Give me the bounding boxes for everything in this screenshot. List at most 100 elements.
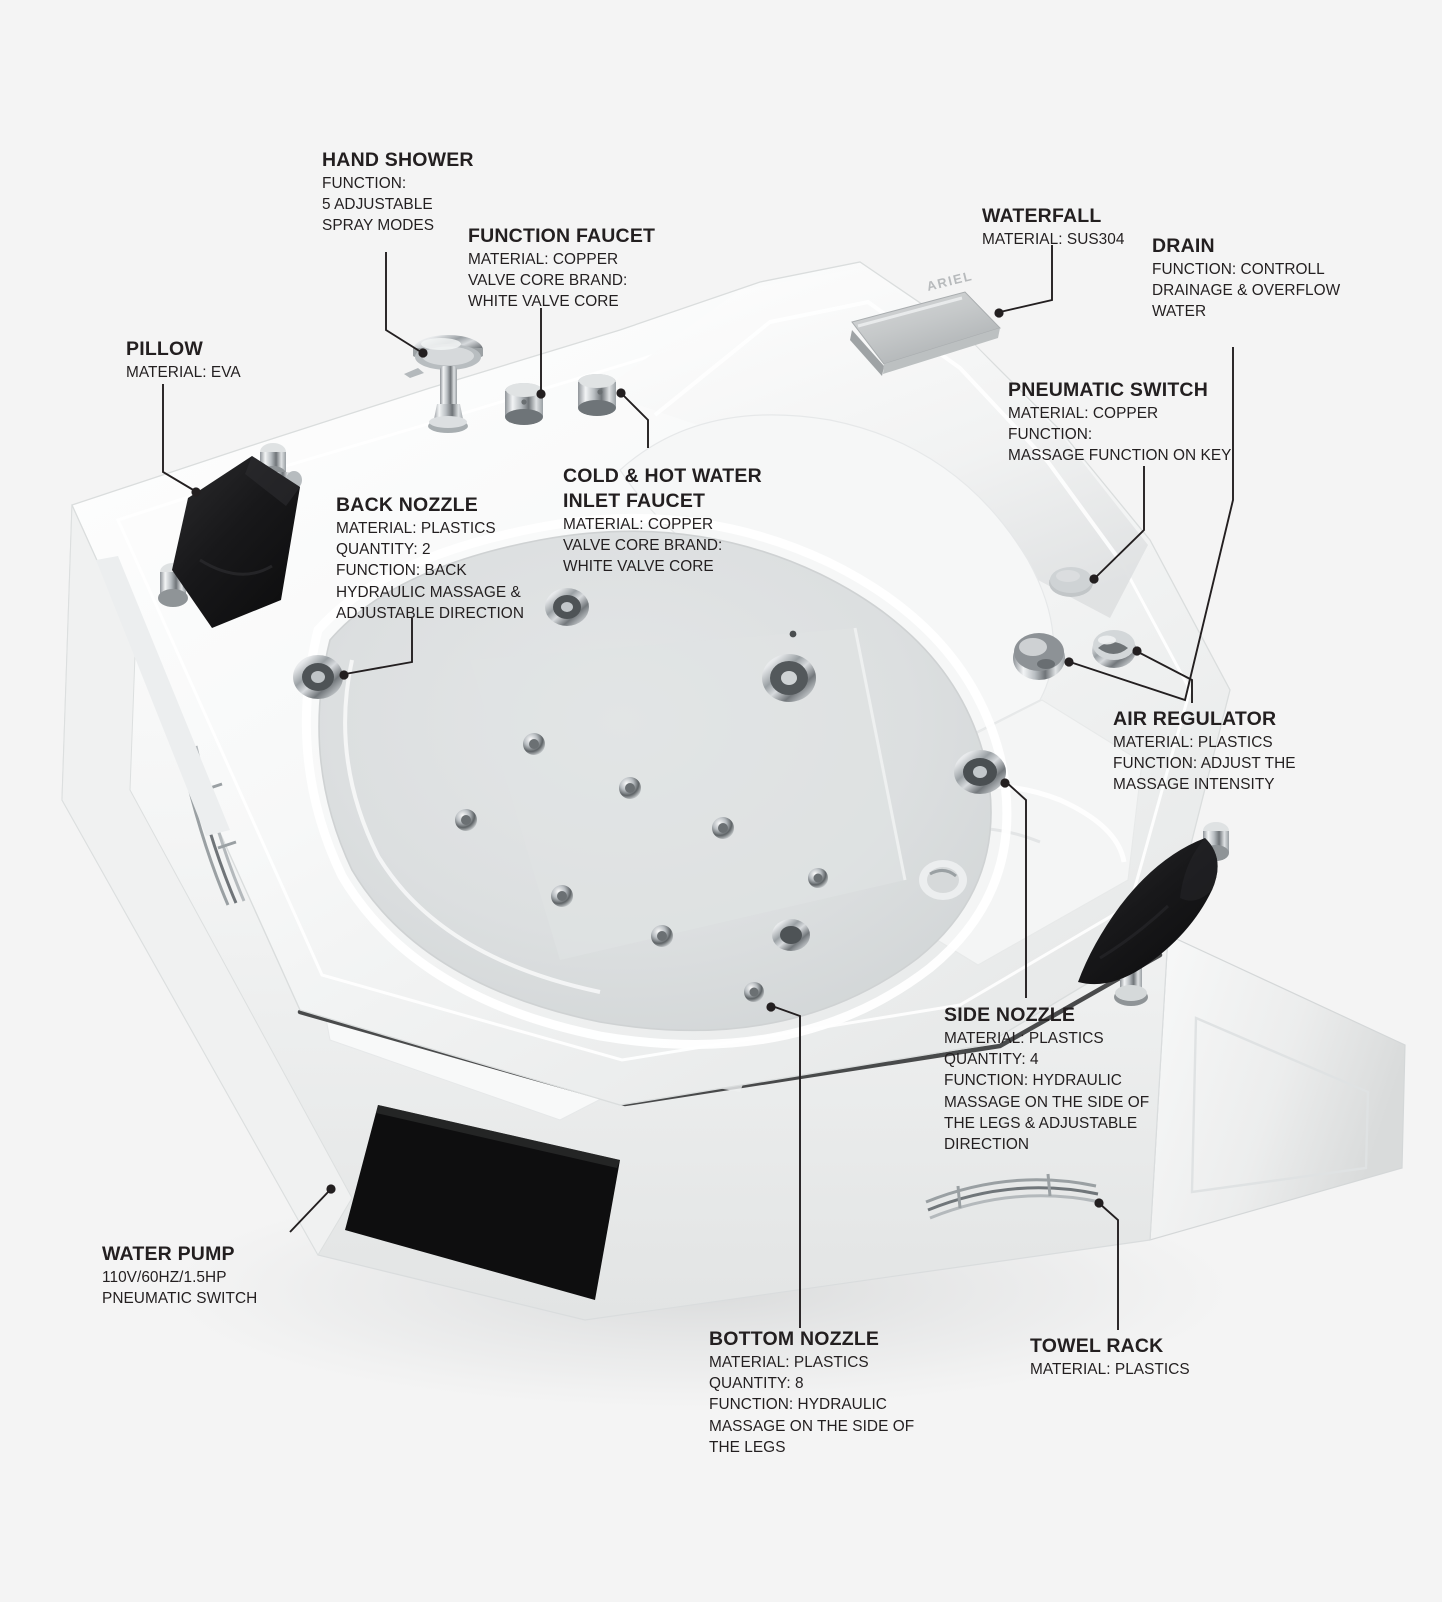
apron-right-recess: [1190, 1016, 1370, 1194]
callout-title: PNEUMATIC SWITCH: [1008, 379, 1208, 401]
callout-line: WHITE VALVE CORE: [563, 558, 714, 576]
basin-seat-step: [470, 628, 905, 960]
towel-rack: [925, 1173, 1101, 1220]
callout-line: PNEUMATIC SWITCH: [102, 1290, 258, 1308]
function-faucet-knob[interactable]: [505, 383, 543, 425]
callout-line: 5 ADJUSTABLE: [322, 196, 433, 214]
callout-line: MATERIAL: PLASTICS: [944, 1029, 1104, 1047]
callout-line: HYDRAULIC MASSAGE &: [336, 583, 521, 601]
callout-title: AIR REGULATOR: [1113, 708, 1277, 730]
callout-line: MATERIAL: EVA: [126, 363, 241, 381]
callout-line: FUNCTION: HYDRAULIC: [709, 1396, 887, 1414]
bottom-nozzle: [712, 817, 734, 839]
callout-title: WATER PUMP: [102, 1243, 235, 1265]
callout-pillow: PILLOW MATERIAL: EVA: [126, 337, 241, 383]
hand-shower: [404, 335, 483, 433]
callout-line: VALVE CORE BRAND:: [468, 272, 628, 290]
callout-line: MATERIAL: PLASTICS: [709, 1353, 869, 1371]
callout-line: FUNCTION:: [322, 174, 407, 192]
callout-bottom-nozzle: BOTTOM NOZZLE MATERIAL: PLASTICS QUANTIT…: [709, 1327, 914, 1458]
callout-water-pump: WATER PUMP 110V/60HZ/1.5HP PNEUMATIC SWI…: [102, 1242, 257, 1309]
callout-title-cont: INLET FAUCET: [563, 489, 706, 512]
callout-title: SIDE NOZZLE: [944, 1004, 1076, 1026]
callout-line: MATERIAL: PLASTICS: [1113, 733, 1273, 751]
callout-line: MATERIAL: PLASTICS: [336, 519, 496, 537]
side-nozzle: [772, 919, 810, 951]
bottom-nozzle: [651, 925, 673, 947]
callout-line: VALVE CORE BRAND:: [563, 537, 723, 555]
pneumatic-switch-button[interactable]: [1049, 567, 1093, 597]
callout-line: ADJUSTABLE DIRECTION: [336, 604, 524, 622]
bottom-nozzle-group: [455, 733, 828, 1002]
bottom-nozzle: [523, 733, 545, 755]
apron-right-face: [1149, 934, 1406, 1241]
callout-title: BACK NOZZLE: [336, 494, 478, 516]
callout-line: QUANTITY: 8: [709, 1375, 804, 1393]
callout-pneumatic-switch: PNEUMATIC SWITCH MATERIAL: COPPER FUNCTI…: [1008, 378, 1232, 467]
callout-title: TOWEL RACK: [1030, 1335, 1164, 1357]
bottom-nozzle: [551, 885, 573, 907]
callout-line: THE LEGS & ADJUSTABLE: [944, 1114, 1138, 1132]
callout-line: FUNCTION:: [1008, 426, 1093, 444]
callout-line: FUNCTION: ADJUST THE: [1113, 755, 1296, 773]
pillow-left: [158, 443, 302, 628]
callout-line: MASSAGE INTENSITY: [1113, 776, 1275, 794]
side-nozzle: [954, 750, 1006, 794]
callout-side-nozzle: SIDE NOZZLE MATERIAL: PLASTICS QUANTITY:…: [944, 1003, 1149, 1155]
callout-waterfall: WATERFALL MATERIAL: SUS304: [982, 204, 1125, 250]
pillow-right: [1078, 822, 1229, 1006]
callout-line: WHITE VALVE CORE: [468, 293, 619, 311]
side-nozzle: [919, 860, 967, 900]
water-pump-access-panel: [345, 1105, 620, 1300]
cold-hot-inlet-faucet-knob[interactable]: [578, 374, 616, 416]
callout-line: MATERIAL: COPPER: [563, 515, 714, 533]
callout-line: 110V/60HZ/1.5HP: [102, 1268, 227, 1286]
callout-function-faucet: FUNCTION FAUCET MATERIAL: COPPER VALVE C…: [468, 224, 655, 313]
back-nozzle: [545, 588, 589, 626]
callout-line: FUNCTION: CONTROLL: [1152, 260, 1325, 278]
callout-line: MATERIAL: PLASTICS: [1030, 1360, 1190, 1378]
callout-line: QUANTITY: 4: [944, 1051, 1039, 1069]
callout-towel-rack: TOWEL RACK MATERIAL: PLASTICS: [1030, 1334, 1190, 1380]
callout-line: THE LEGS: [709, 1438, 786, 1456]
basin-rim: [301, 513, 1012, 1049]
ariel-brand-mark: ARIEL: [925, 268, 974, 294]
bottom-nozzle: [455, 809, 477, 831]
callout-title: WATERFALL: [982, 205, 1102, 227]
callout-line: MASSAGE FUNCTION ON KEY: [1008, 447, 1232, 465]
callout-hand-shower: HAND SHOWER FUNCTION: 5 ADJUSTABLE SPRAY…: [322, 148, 474, 237]
callout-line: MATERIAL: COPPER: [1008, 404, 1159, 422]
callout-line: FUNCTION: BACK: [336, 562, 467, 580]
callout-back-nozzle: BACK NOZZLE MATERIAL: PLASTICS QUANTITY:…: [336, 493, 524, 624]
left-deck-recess: [96, 556, 230, 836]
callout-title: COLD & HOT WATER: [563, 465, 762, 487]
callout-line: DRAINAGE & OVERFLOW: [1152, 282, 1341, 300]
callout-air-regulator: AIR REGULATOR MATERIAL: PLASTICS FUNCTIO…: [1113, 707, 1296, 796]
bottom-nozzle: [808, 868, 828, 888]
drain-cover: [1013, 633, 1065, 680]
basin-inner-glow: [343, 659, 601, 994]
callout-line: MATERIAL: COPPER: [468, 250, 619, 268]
callout-line: MASSAGE ON THE SIDE OF: [709, 1417, 915, 1435]
sensor-pinhole: [789, 630, 797, 638]
callout-line: DIRECTION: [944, 1136, 1030, 1154]
callout-line: MATERIAL: SUS304: [982, 230, 1125, 248]
callout-title: HAND SHOWER: [322, 149, 474, 171]
callout-line: SPRAY MODES: [322, 217, 435, 235]
bottom-nozzle: [744, 982, 764, 1002]
callout-title: DRAIN: [1152, 235, 1215, 257]
callout-cold-hot-water-inlet-faucet: COLD & HOT WATER INLET FAUCET MATERIAL: …: [563, 464, 762, 578]
callout-line: WATER: [1152, 303, 1207, 321]
callout-title: PILLOW: [126, 338, 204, 360]
basin-step-edge: [853, 627, 907, 881]
callout-line: QUANTITY: 2: [336, 541, 431, 559]
callout-line: FUNCTION: HYDRAULIC: [944, 1072, 1122, 1090]
air-regulator-knob[interactable]: [1092, 630, 1136, 668]
waterfall-spout: [850, 291, 1001, 376]
callout-title: FUNCTION FAUCET: [468, 225, 656, 247]
callout-title: BOTTOM NOZZLE: [709, 1328, 880, 1350]
callout-line: MASSAGE ON THE SIDE OF: [944, 1093, 1150, 1111]
side-nozzle: [762, 654, 816, 702]
